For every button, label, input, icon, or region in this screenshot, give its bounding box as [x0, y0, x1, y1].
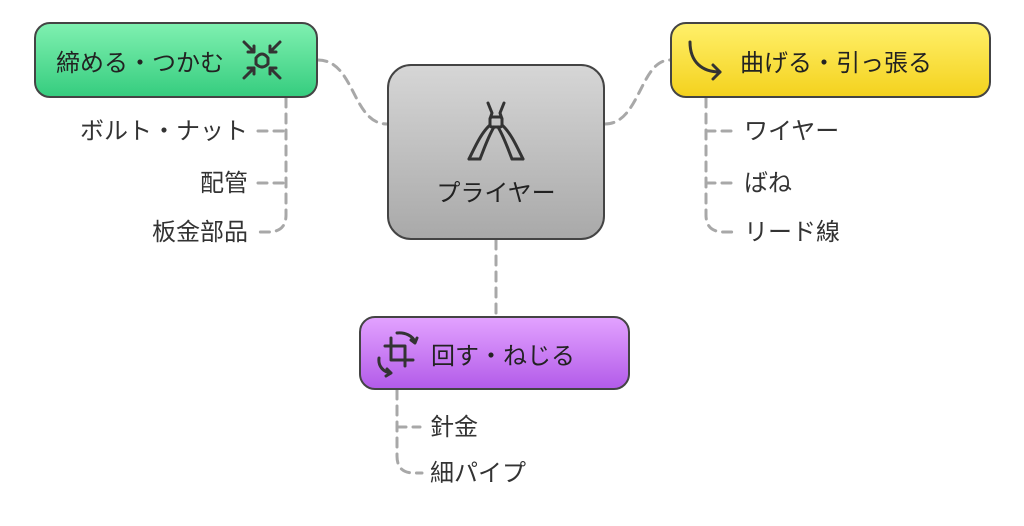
leaf-item-bend-3: リード線: [744, 218, 840, 246]
leaf-item-twist-1: 針金: [430, 413, 478, 441]
pliers-icon: [461, 97, 531, 167]
rotate-crop-icon: [373, 328, 423, 378]
curved-arrow-icon: [684, 38, 728, 82]
branch-node-twist: 回す・ねじる: [359, 316, 630, 390]
leaf-item-bend-1: ワイヤー: [744, 117, 840, 145]
branch-node-grip: 締める・つかむ: [34, 22, 318, 98]
leaf-item-grip-1: ボルト・ナット: [80, 117, 248, 145]
center-node: プライヤー: [387, 64, 605, 240]
leaf-item-bend-2: ばね: [744, 169, 792, 197]
leaf-item-grip-2: 配管: [200, 169, 248, 197]
branch-label-twist: 回す・ねじる: [431, 341, 575, 370]
branch-label-grip: 締める・つかむ: [56, 48, 224, 77]
leaf-item-twist-2: 細パイプ: [430, 459, 526, 487]
branch-node-bend: 曲げる・引っ張る: [670, 22, 991, 98]
compress-arrows-icon: [240, 38, 284, 82]
leaf-item-grip-3: 板金部品: [152, 218, 248, 246]
center-label: プライヤー: [436, 178, 556, 207]
branch-label-bend: 曲げる・引っ張る: [740, 48, 932, 77]
